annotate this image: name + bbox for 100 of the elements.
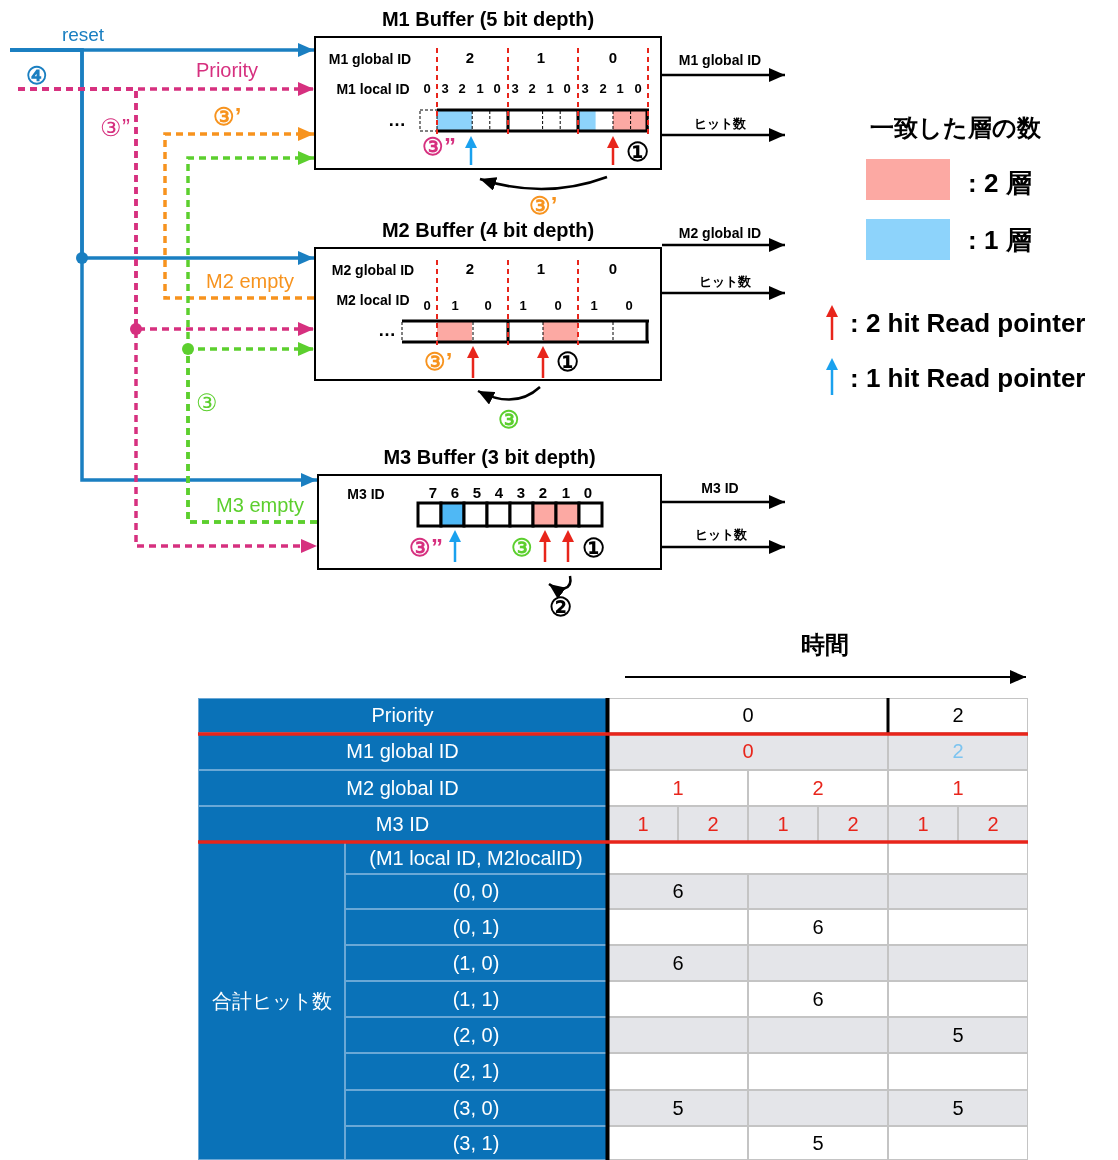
circled-number: ③’ bbox=[528, 194, 558, 218]
table-cell: 2 bbox=[748, 770, 888, 806]
table-cell: 1 bbox=[888, 770, 1028, 806]
id-digit: 0 bbox=[634, 81, 642, 95]
id-digit: 0 bbox=[554, 298, 562, 312]
signal-line bbox=[163, 127, 314, 300]
table-header-cell: (2, 1) bbox=[345, 1053, 607, 1090]
id-digit: 3 bbox=[581, 81, 589, 95]
buffer-title: M1 Buffer (5 bit depth) bbox=[381, 9, 595, 29]
id-digit: 2 bbox=[465, 260, 475, 276]
id-digit: 0 bbox=[493, 81, 501, 95]
id-digit: 3 bbox=[511, 81, 519, 95]
table-cell: 1 bbox=[608, 770, 748, 806]
table-header-cell: M3 ID bbox=[198, 806, 607, 842]
circled-number: ③ bbox=[498, 408, 520, 432]
id-digit: 2 bbox=[465, 49, 475, 65]
id-digit: 0 bbox=[583, 484, 593, 500]
circled-number: ③” bbox=[409, 536, 443, 560]
table-header-cell: (3, 1) bbox=[345, 1126, 607, 1160]
id-digit: 2 bbox=[538, 484, 548, 500]
id-digit: 4 bbox=[494, 484, 504, 500]
ellipsis: … bbox=[378, 321, 396, 339]
table-cell: 5 bbox=[888, 1017, 1028, 1053]
table-cell: 6 bbox=[608, 945, 748, 981]
id-digit: 1 bbox=[519, 298, 527, 312]
legend-label: : 2 hit Read pointer bbox=[850, 309, 1086, 338]
id-digit: 6 bbox=[450, 484, 460, 500]
table-cell: 1 bbox=[888, 806, 958, 842]
table-cell: 5 bbox=[888, 1090, 1028, 1126]
table-cell: 0 bbox=[608, 698, 888, 733]
id-digit: 0 bbox=[423, 81, 431, 95]
legend-label: : 1 層 bbox=[968, 226, 1032, 255]
table-header-cell: (1, 1) bbox=[345, 981, 607, 1017]
table-header-cell: (1, 0) bbox=[345, 945, 607, 981]
buffer-title: M3 Buffer (3 bit depth) bbox=[383, 447, 596, 467]
circled-number: ③” bbox=[422, 135, 456, 159]
table-cell: 5 bbox=[748, 1126, 888, 1160]
table-header-cell: (3, 0) bbox=[345, 1090, 607, 1126]
table-header-cell: 合計ヒット数 bbox=[198, 842, 345, 1160]
ellipsis: … bbox=[388, 111, 406, 129]
id-digit: 1 bbox=[536, 49, 546, 65]
id-digit: 1 bbox=[590, 298, 598, 312]
output-arrow bbox=[662, 495, 785, 509]
field-label: M3 ID bbox=[347, 487, 385, 501]
edge-label: M1 global ID bbox=[676, 53, 764, 67]
output-arrow bbox=[662, 68, 785, 82]
table-header-cell: (0, 1) bbox=[345, 909, 607, 945]
circled-number: ③ bbox=[511, 536, 533, 560]
output-arrow bbox=[662, 128, 785, 142]
legend-label: : 1 hit Read pointer bbox=[850, 364, 1086, 393]
table-header-cell: M2 global ID bbox=[198, 770, 607, 806]
table-cell: 2 bbox=[888, 698, 1028, 733]
field-label: M2 local ID bbox=[336, 293, 410, 307]
id-digit: 1 bbox=[476, 81, 484, 95]
signal-line bbox=[186, 151, 317, 524]
id-digit: 0 bbox=[608, 260, 618, 276]
id-digit: 3 bbox=[441, 81, 449, 95]
edge-label: M2 global ID bbox=[676, 226, 764, 240]
circled-number: ② bbox=[548, 594, 572, 620]
id-digit: 1 bbox=[451, 298, 459, 312]
circled-number: ③’ bbox=[423, 350, 453, 374]
circled-number: ① bbox=[555, 349, 579, 375]
table-cell: 2 bbox=[818, 806, 888, 842]
legend-title: 一致した層の数 bbox=[869, 116, 1041, 140]
output-arrow bbox=[662, 286, 785, 300]
id-digit: 3 bbox=[516, 484, 526, 500]
id-digit: 1 bbox=[546, 81, 554, 95]
table-header-cell: (M1 local ID, M2localID) bbox=[345, 842, 607, 874]
circled-number: ③’ bbox=[212, 105, 242, 129]
id-digit: 1 bbox=[536, 260, 546, 276]
id-digit: 1 bbox=[616, 81, 624, 95]
id-digit: 0 bbox=[608, 49, 618, 65]
id-digit: 2 bbox=[528, 81, 536, 95]
table-header-cell: Priority bbox=[198, 698, 607, 733]
field-label: M1 global ID bbox=[328, 52, 412, 66]
id-digit: 0 bbox=[484, 298, 492, 312]
edge-label: M3 ID bbox=[699, 481, 741, 495]
id-digit: 2 bbox=[599, 81, 607, 95]
id-digit: 2 bbox=[458, 81, 466, 95]
axis-title: 時間 bbox=[801, 633, 849, 657]
table-cell: 2 bbox=[678, 806, 748, 842]
table-cell: 6 bbox=[748, 981, 888, 1017]
edge-label: ③” bbox=[98, 116, 132, 140]
id-digit: 5 bbox=[472, 484, 482, 500]
id-digit: 0 bbox=[423, 298, 431, 312]
signal-line bbox=[10, 48, 317, 487]
output-arrow bbox=[662, 238, 785, 252]
id-digit: 0 bbox=[563, 81, 571, 95]
legend-label: : 2 層 bbox=[968, 169, 1032, 198]
edge-label: M3 empty bbox=[214, 495, 306, 515]
table-header-cell: (0, 0) bbox=[345, 874, 607, 909]
table-cell: 1 bbox=[608, 806, 678, 842]
circled-number: ① bbox=[625, 139, 649, 165]
table-cell: 6 bbox=[748, 909, 888, 945]
id-digit: 0 bbox=[625, 298, 633, 312]
output-arrow bbox=[662, 540, 785, 554]
field-label: M2 global ID bbox=[331, 263, 415, 277]
table-cell: 2 bbox=[958, 806, 1028, 842]
circled-number: ① bbox=[581, 535, 605, 561]
circled-number: ④ bbox=[26, 64, 48, 88]
